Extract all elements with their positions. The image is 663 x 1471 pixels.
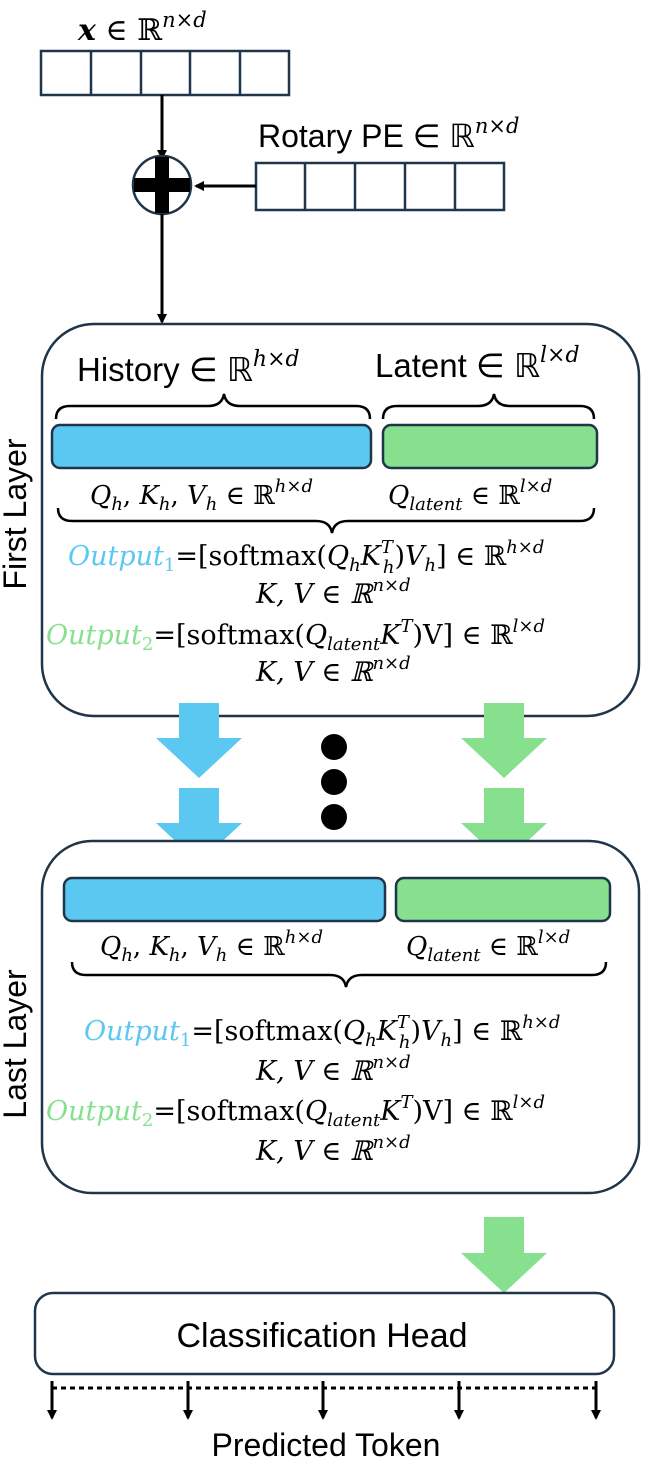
history-qkv-label: Qh, Kh, Vh ∈ ℝh×d [90, 476, 313, 515]
last-layer-label: Last Layer [0, 969, 33, 1119]
output-arrows [47, 1381, 601, 1420]
history-flow-arrow-2 [156, 788, 242, 863]
latent-q-label: Qlatent ∈ ℝl×d [388, 476, 552, 515]
last-history-block [62, 876, 387, 923]
history-label: History ∈ ℝh×d [77, 347, 300, 388]
last-kv2-label: K, V ∈ ℝn×d [255, 1132, 411, 1167]
latent-flow-arrow-1 [461, 703, 547, 778]
rotary-pe-vector [254, 161, 506, 212]
latent-to-head-arrow [461, 1217, 547, 1293]
last-kv1-label: K, V ∈ ℝn×d [255, 1052, 411, 1087]
kv1-label: K, V ∈ ℝn×d [255, 575, 411, 610]
latent-label: Latent ∈ ℝl×d [375, 343, 580, 384]
history-flow-arrow-1 [156, 703, 242, 778]
history-brace [54, 393, 372, 420]
last-latent-q-label: Qlatent ∈ ℝl×d [406, 927, 570, 966]
history-block [50, 423, 373, 470]
input-vector [39, 49, 291, 97]
rotary-pe-label: Rotary PE ∈ ℝn×d [258, 114, 519, 154]
ellipsis-icon [321, 734, 347, 830]
kv2-label: K, V ∈ ℝn×d [255, 653, 411, 688]
classification-head-box [33, 1291, 616, 1376]
predicted-token-label: Predicted Token [212, 1427, 441, 1463]
last-layer-combined-brace [70, 961, 608, 988]
input-label: x ∈ ℝn×d [77, 8, 207, 48]
first-layer-box [40, 322, 641, 718]
add-icon [131, 154, 193, 216]
latent-flow-arrow-2 [461, 788, 547, 863]
last-history-qkv-label: Qh, Kh, Vh ∈ ℝh×d [100, 927, 323, 966]
output2-equation: Output2=[softmax(QlatentKT)V] ∈ ℝl×d [46, 616, 545, 655]
last-output2-equation: Output2=[softmax(QlatentKT)V] ∈ ℝl×d [46, 1092, 545, 1131]
first-layer-combined-brace [56, 507, 596, 534]
latent-brace [381, 393, 596, 420]
last-latent-block [394, 876, 612, 923]
first-layer-label: First Layer [0, 438, 33, 589]
classification-head-label: Classification Head [176, 1317, 467, 1355]
last-layer-box [40, 839, 641, 1195]
latent-block [381, 423, 599, 470]
